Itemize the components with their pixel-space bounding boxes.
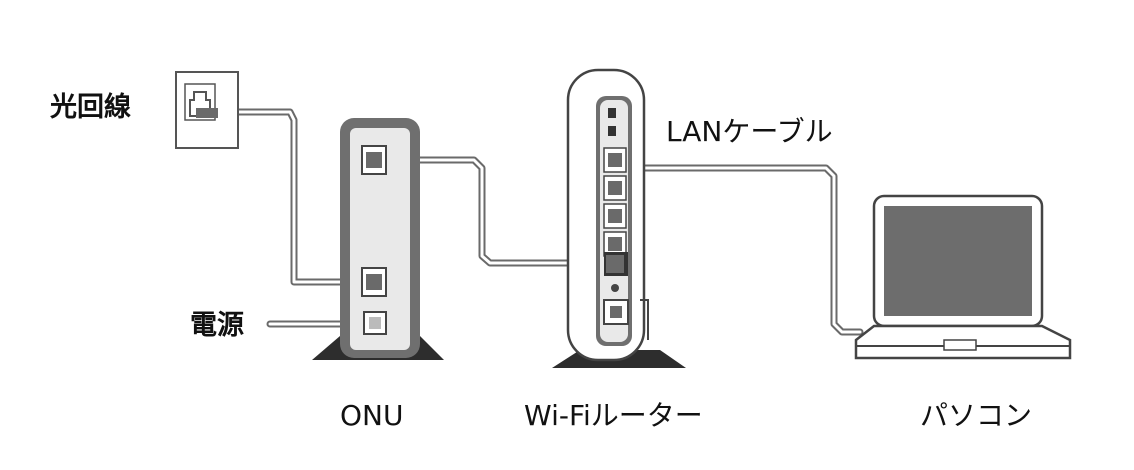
optical-cable [214, 108, 374, 286]
label-lan-cable: LANケーブル [666, 115, 833, 148]
wall-jack [175, 71, 239, 149]
label-onu: ONU [340, 399, 404, 432]
lan-cable [624, 164, 864, 336]
laptop-device [854, 194, 1072, 360]
label-power: 電源 [190, 310, 244, 341]
cables [214, 108, 864, 336]
label-wifi-router: Wi-Fiルーター [524, 399, 703, 432]
onu-device [312, 118, 444, 360]
label-pc: パソコン [920, 399, 1033, 432]
onu-router-cable [376, 156, 616, 267]
wifi-router-device [552, 68, 686, 368]
label-optical-line: 光回線 [50, 92, 131, 123]
